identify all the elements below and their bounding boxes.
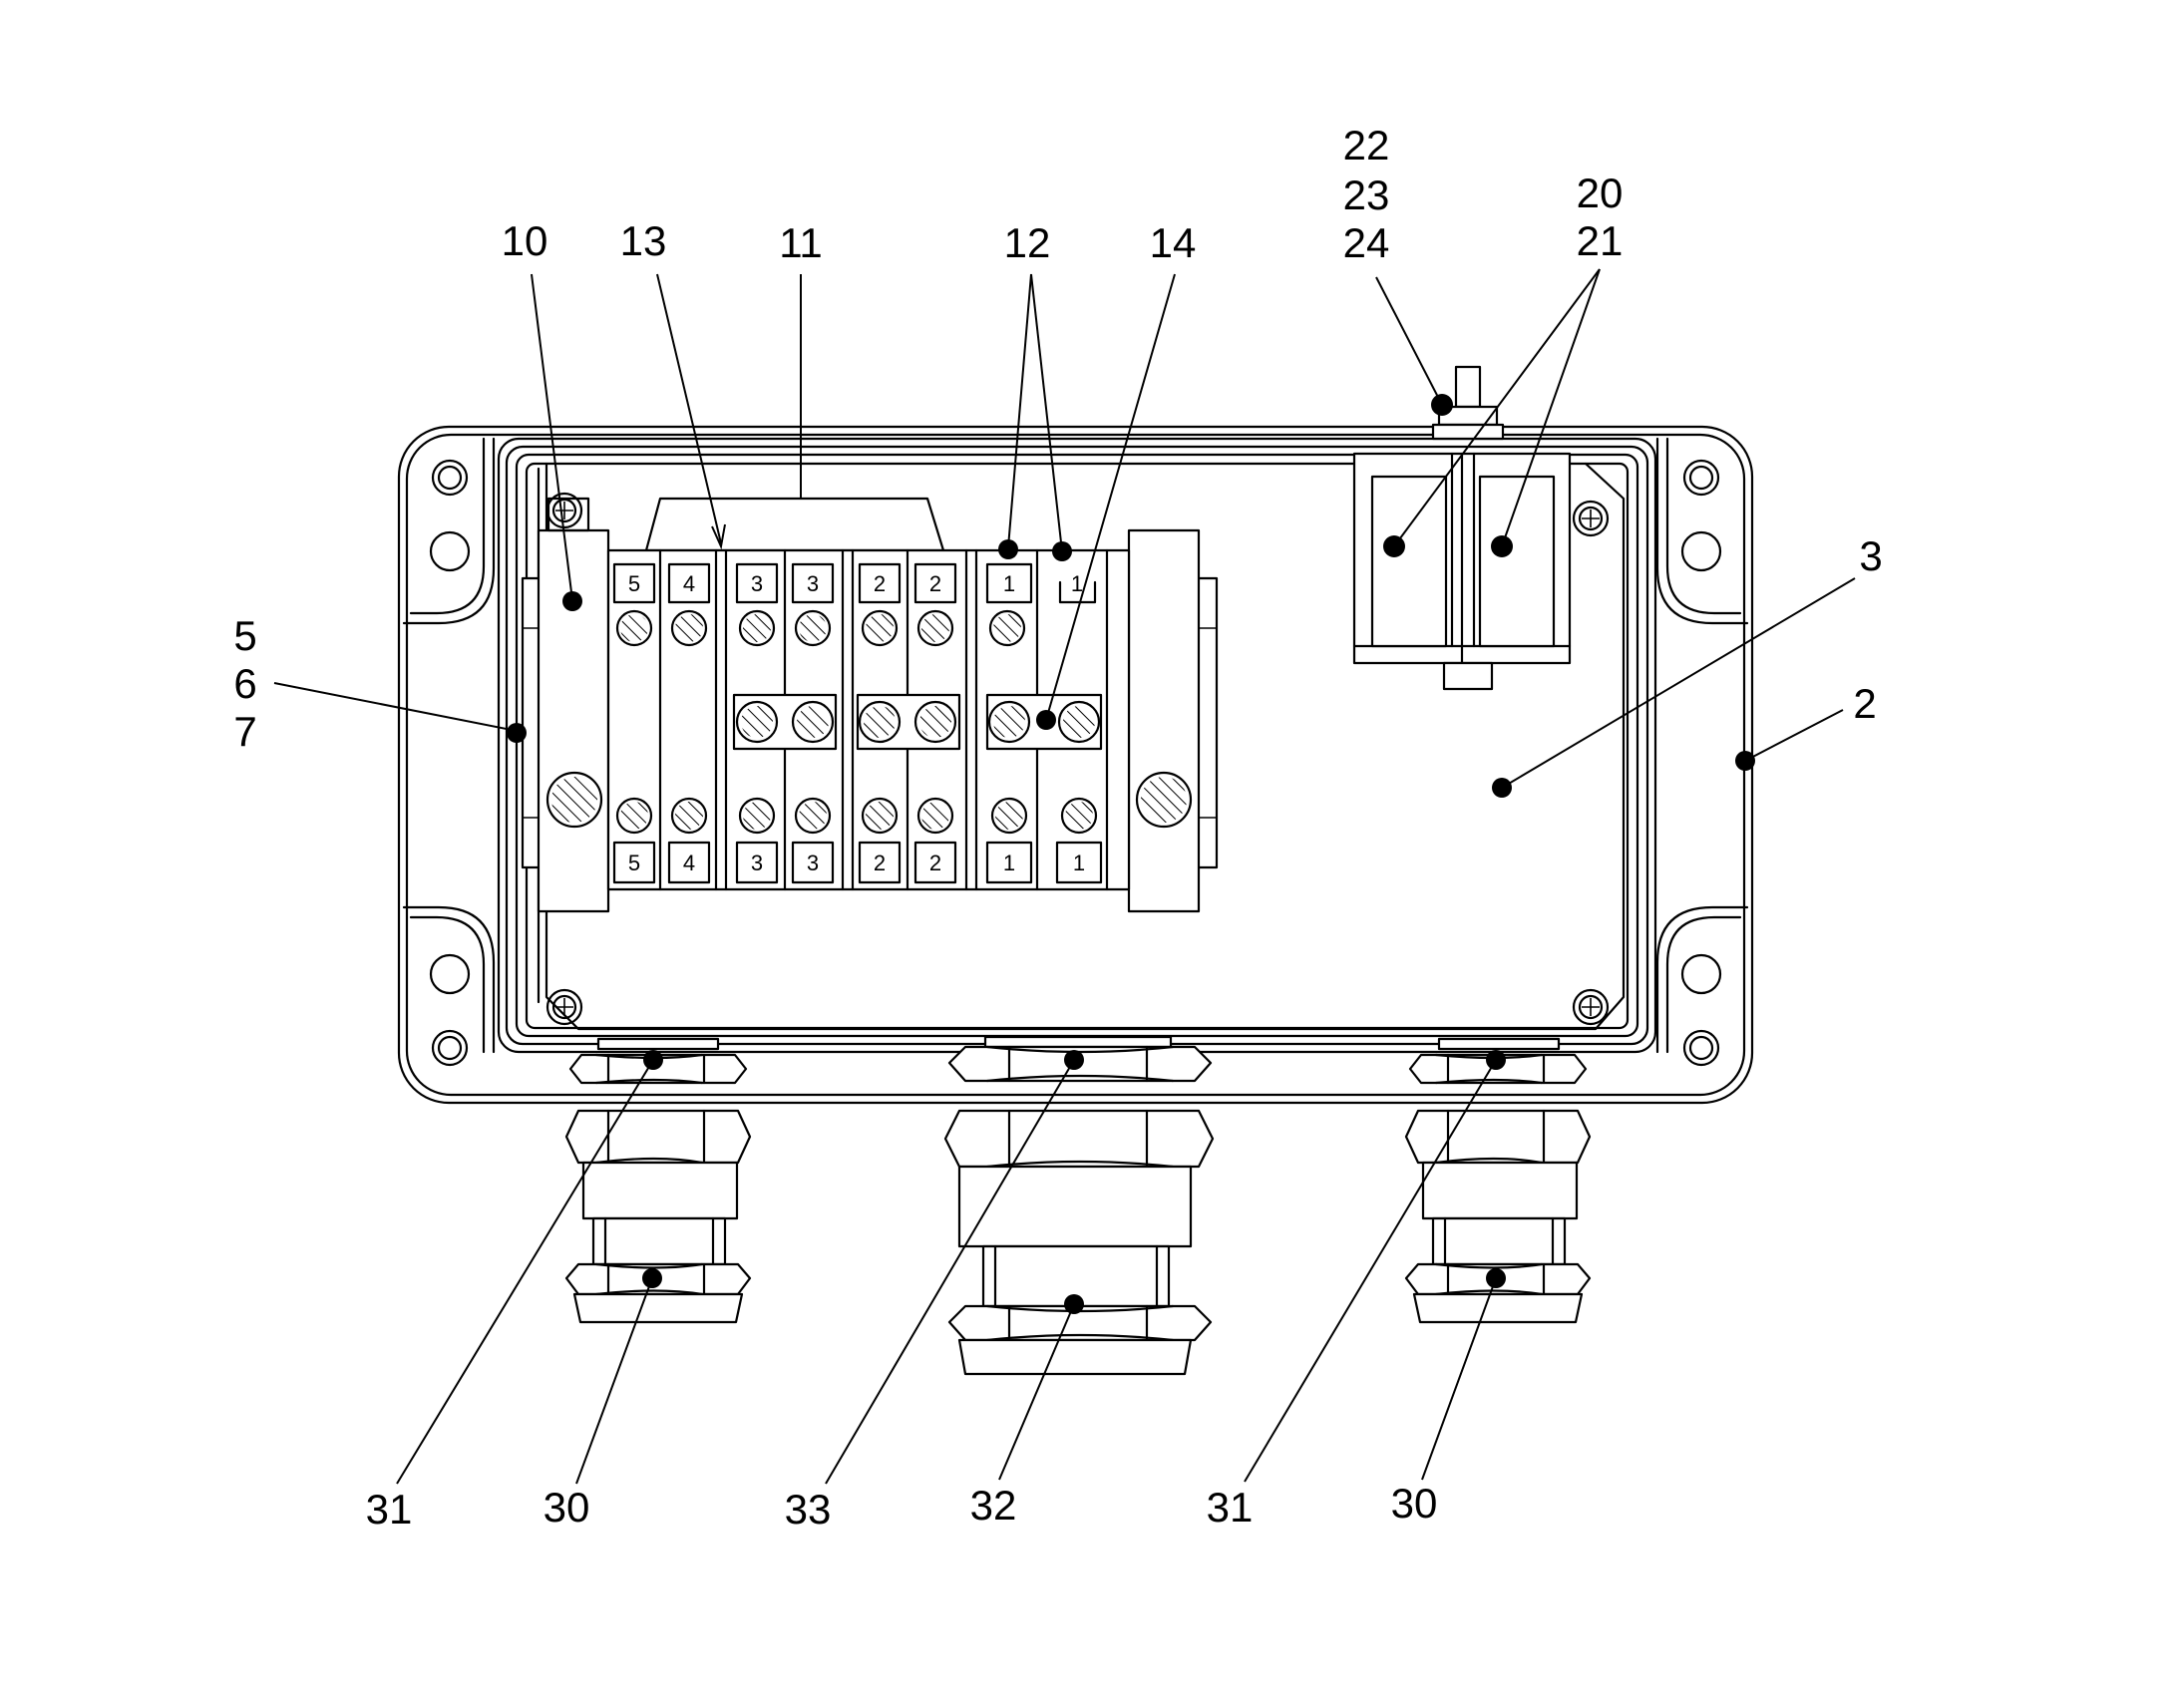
callout-3: 3 [1859,532,1882,579]
end-stop-left [537,497,610,913]
screw-row-middle [735,700,1101,744]
callout-22: 22 [1343,122,1390,169]
terminal-markers-bottom: 5 4 3 3 2 2 1 1 [612,841,1103,884]
terminal-label-bottom-6: 2 [929,851,941,875]
terminal-label-top-3: 3 [751,571,763,596]
callout-11: 11 [779,219,823,266]
relay-module [1352,452,1572,691]
callout-12: 12 [1004,219,1051,266]
terminal-label-top-6: 2 [929,571,941,596]
callout-2: 2 [1853,680,1876,727]
callout-13: 13 [620,217,667,264]
terminal-label-bottom-3: 3 [751,851,763,875]
leader-dots [507,394,1755,1314]
cable-gland-right [1404,1037,1592,1324]
callout-20: 20 [1577,170,1624,216]
leader-lines [273,268,1856,1485]
callout-33: 33 [785,1486,832,1533]
screw-row-bottom [615,797,1098,835]
callout-10: 10 [502,217,548,264]
terminal-label-bottom-4: 3 [807,851,819,875]
cable-gland-center [943,1035,1215,1376]
callout-21: 21 [1577,217,1624,264]
callout-30-left: 30 [544,1484,590,1531]
terminal-label-top-4: 3 [807,571,819,596]
terminal-label-bottom-8: 1 [1073,851,1085,875]
terminal-label-bottom-2: 4 [683,851,695,875]
end-stop-right [1127,528,1201,913]
callout-labels: 10 13 11 12 14 22 23 24 20 21 3 2 5 6 7 … [233,122,1882,1533]
terminal-label-bottom-1: 5 [628,851,640,875]
callout-14: 14 [1150,219,1197,266]
terminal-label-top-2: 4 [683,571,695,596]
terminal-label-bottom-5: 2 [874,851,886,875]
plate-screws [545,492,1610,1026]
terminal-markers-top: 5 4 3 3 2 2 1 1 [612,562,1097,604]
terminal-label-top-1: 5 [628,571,640,596]
screw-row-top [615,609,1026,647]
terminal-label-top-5: 2 [874,571,886,596]
callout-32: 32 [970,1482,1017,1529]
callout-6: 6 [233,660,256,707]
earth-stud [1431,365,1505,441]
terminal-label-top-7: 1 [1003,571,1015,596]
cable-gland-left [564,1037,752,1324]
callout-31-right: 31 [1207,1484,1254,1531]
callout-24: 24 [1343,219,1390,266]
terminal-label-top-8: 1 [1071,571,1083,596]
terminal-screws [615,609,1101,835]
callout-7: 7 [233,708,256,755]
callout-30-right: 30 [1391,1480,1438,1527]
callout-23: 23 [1343,171,1390,218]
terminal-cover-bracket [644,497,945,552]
callout-31-left: 31 [366,1486,413,1533]
terminal-label-bottom-7: 1 [1003,851,1015,875]
callout-5: 5 [233,612,256,659]
